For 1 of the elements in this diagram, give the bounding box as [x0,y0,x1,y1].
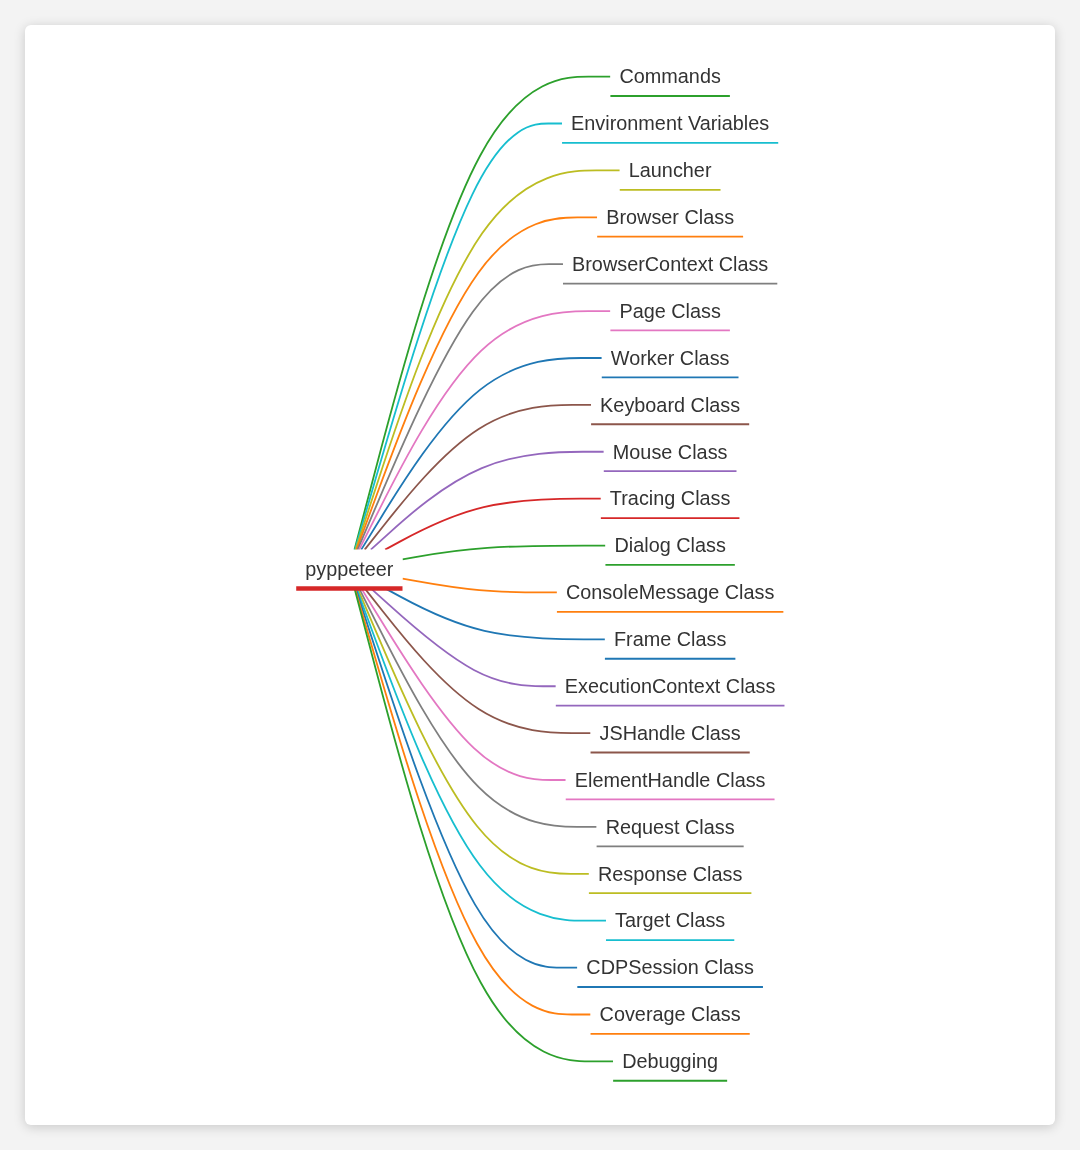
card-panel: pyppeteer Commands Environment Variables Launcher Browser Class BrowserContext Class Page Class Worker Class Keyboard Class Mouse Class Tracing Class Dialog Class ConsoleMessage Class Frame Class ExecutionContext Class JSHandle Class ElementHandle Class Request Class Response Class Target Class CDPSession Class Coverage Class Debugging [25,25,1055,1125]
